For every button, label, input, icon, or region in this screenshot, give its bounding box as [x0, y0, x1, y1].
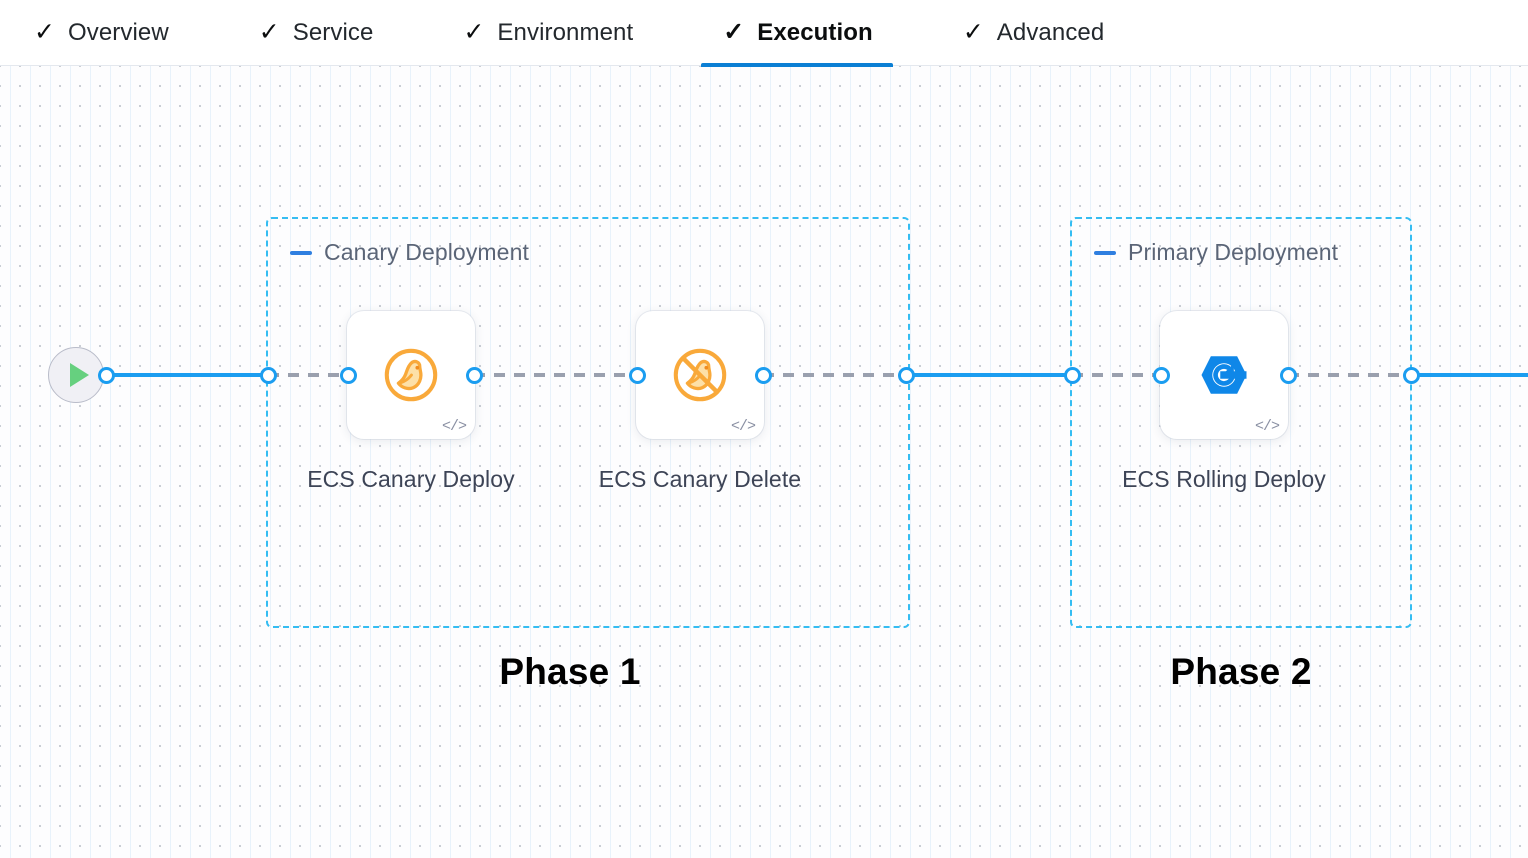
tab-service-label: Service [292, 18, 374, 46]
start-node[interactable] [48, 347, 104, 403]
canary-deploy-icon [378, 342, 444, 408]
tab-environment-label: Environment [497, 18, 634, 46]
group-primary-exit-port[interactable] [1403, 367, 1420, 384]
canary-delete-icon [667, 342, 733, 408]
check-icon: ✓ [463, 18, 485, 46]
tab-execution[interactable]: ✓ Execution [701, 0, 907, 67]
group-primary-header: Primary Deployment [1094, 239, 1338, 266]
tab-advanced-label: Advanced [996, 18, 1105, 46]
code-badge-icon[interactable]: </> [1254, 418, 1280, 435]
node-ecs-canary-deploy-label: ECS Canary Deploy [307, 466, 515, 492]
node-ecs-canary-delete-output-port[interactable] [755, 367, 772, 384]
group-canary-entry-port[interactable] [260, 367, 277, 384]
node-ecs-canary-delete[interactable]: </> [636, 311, 764, 439]
pipeline-canvas[interactable]: Canary Deployment Primary Deployment </>… [0, 66, 1528, 858]
code-badge-icon[interactable]: </> [730, 418, 756, 435]
tab-service[interactable]: ✓ Service [259, 0, 408, 66]
group-primary-deployment[interactable]: Primary Deployment [1070, 217, 1412, 628]
node-ecs-canary-deploy[interactable]: </> [347, 311, 475, 439]
node-ecs-rolling-deploy-output-port[interactable] [1280, 367, 1297, 384]
group-canary-header: Canary Deployment [290, 239, 529, 266]
code-badge-icon[interactable]: </> [441, 418, 467, 435]
group-canary-exit-port[interactable] [898, 367, 915, 384]
tab-environment[interactable]: ✓ Environment [463, 0, 667, 66]
play-icon [69, 363, 89, 387]
pipeline-edges [106, 373, 1528, 377]
node-ecs-rolling-deploy[interactable]: </> [1160, 311, 1288, 439]
minus-icon[interactable] [1094, 250, 1116, 255]
tab-overview-label: Overview [67, 18, 169, 46]
phase-1-label: Phase 1 [499, 651, 641, 692]
group-primary-entry-port[interactable] [1064, 367, 1081, 384]
start-node-output-port[interactable] [98, 367, 115, 384]
ecs-rolling-deploy-icon [1191, 342, 1257, 408]
node-ecs-canary-deploy-output-port[interactable] [466, 367, 483, 384]
tab-overview[interactable]: ✓ Overview [34, 0, 203, 66]
group-canary-title: Canary Deployment [324, 239, 529, 265]
group-primary-title: Primary Deployment [1128, 239, 1339, 265]
check-icon: ✓ [962, 18, 984, 46]
phase-2-label: Phase 2 [1170, 651, 1312, 692]
node-ecs-canary-delete-input-port[interactable] [629, 367, 646, 384]
tab-advanced[interactable]: ✓ Advanced [963, 0, 1139, 66]
tab-execution-label: Execution [757, 18, 873, 46]
check-icon: ✓ [723, 18, 745, 46]
node-ecs-canary-deploy-input-port[interactable] [340, 367, 357, 384]
check-icon: ✓ [258, 18, 280, 46]
node-ecs-rolling-deploy-label: ECS Rolling Deploy [1122, 466, 1326, 492]
node-ecs-rolling-deploy-input-port[interactable] [1153, 367, 1170, 384]
node-ecs-canary-delete-label: ECS Canary Delete [598, 466, 802, 492]
group-canary-deployment[interactable]: Canary Deployment [266, 217, 910, 628]
check-icon: ✓ [34, 18, 55, 46]
wizard-tab-bar: ✓ Overview ✓ Service ✓ Environment ✓ Exe… [0, 0, 1528, 67]
minus-icon[interactable] [290, 250, 312, 255]
